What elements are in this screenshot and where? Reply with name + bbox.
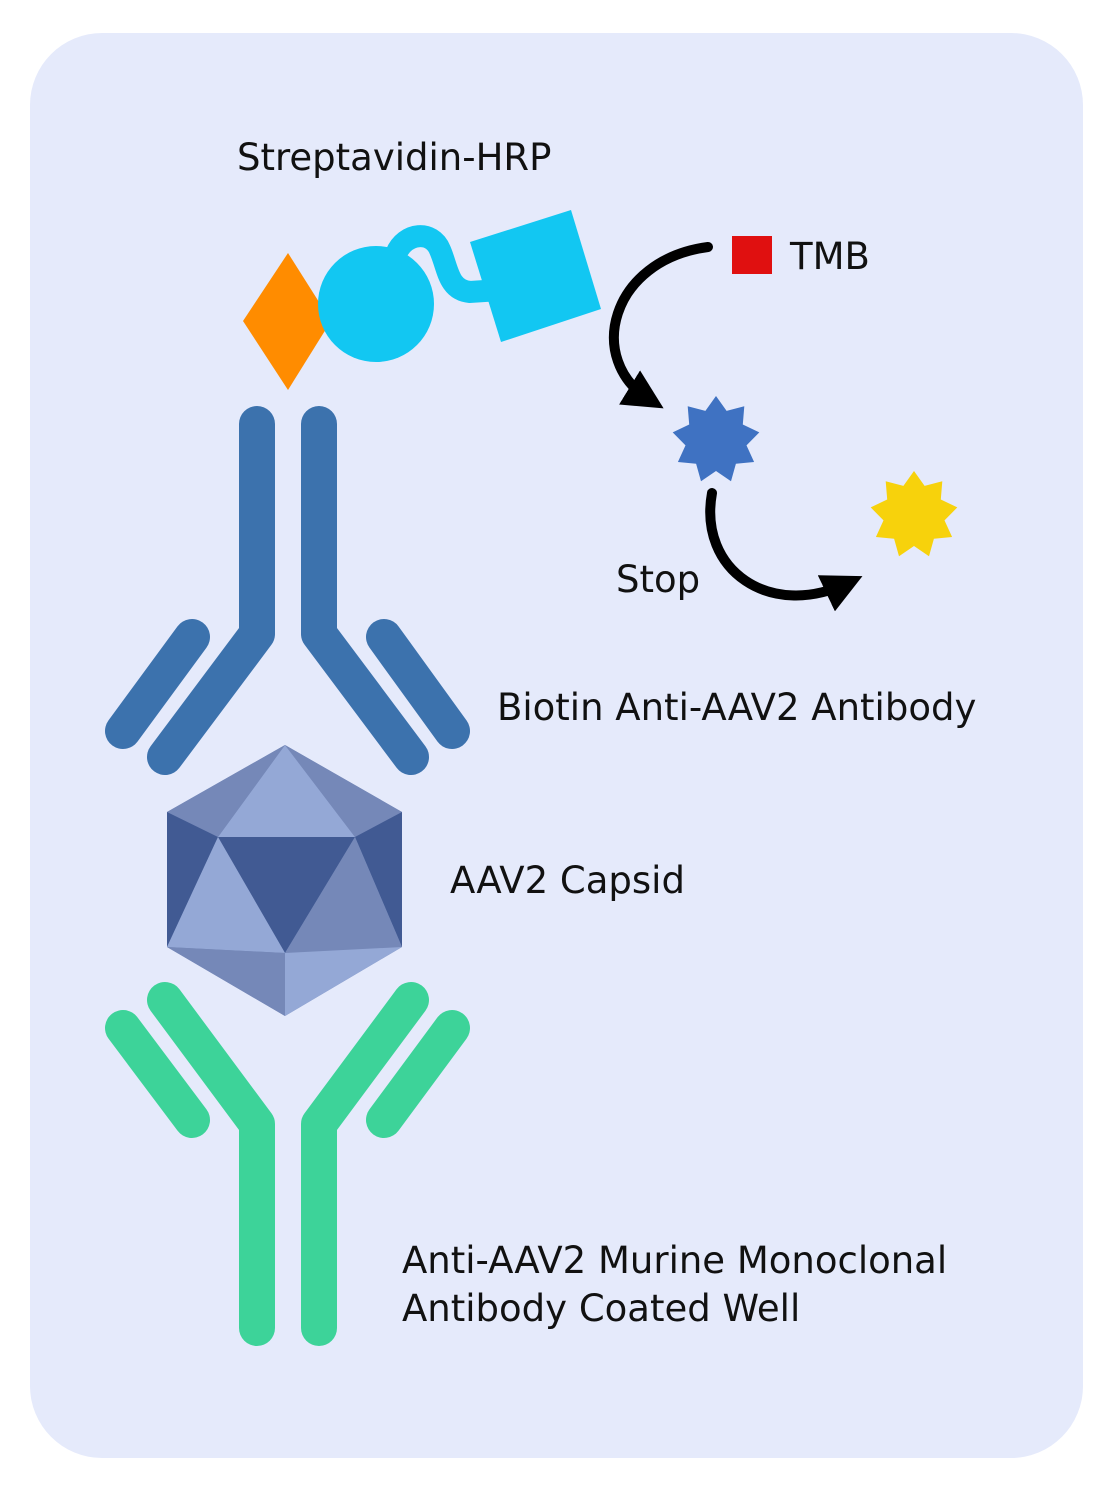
biotin-detection-antibody [105, 406, 470, 775]
stop-reaction-arrow [705, 488, 863, 612]
streptavidin-hrp-linker [385, 225, 511, 304]
stopped-product-starburst-icon [870, 471, 958, 557]
tmb-label: TMB [790, 235, 870, 278]
capsid-label: AAV2 Capsid [450, 859, 685, 902]
hrp-square-icon [470, 210, 601, 342]
streptavidin-circle-icon [318, 246, 434, 362]
streptavidin-hrp-label: Streptavidin-HRP [237, 136, 552, 179]
tmb-square-icon [732, 236, 772, 274]
biotin-antibody-label: Biotin Anti-AAV2 Antibody [497, 686, 977, 729]
coated-well-label-line1: Anti-AAV2 Murine Monoclonal [402, 1239, 948, 1282]
blue-star-shape [672, 396, 760, 482]
stop-label: Stop [616, 558, 701, 601]
oxidized-product-starburst-icon [672, 396, 760, 482]
tmb-reaction-arrow [609, 242, 713, 409]
coated-well-label: Anti-AAV2 Murine Monoclonal Antibody Coa… [402, 1237, 947, 1333]
aav2-capsid-icon [167, 745, 402, 1016]
yellow-star-shape [870, 471, 958, 557]
coated-well-label-line2: Antibody Coated Well [402, 1287, 801, 1330]
capture-antibody [105, 982, 470, 1346]
biotin-diamond-icon [243, 253, 331, 390]
